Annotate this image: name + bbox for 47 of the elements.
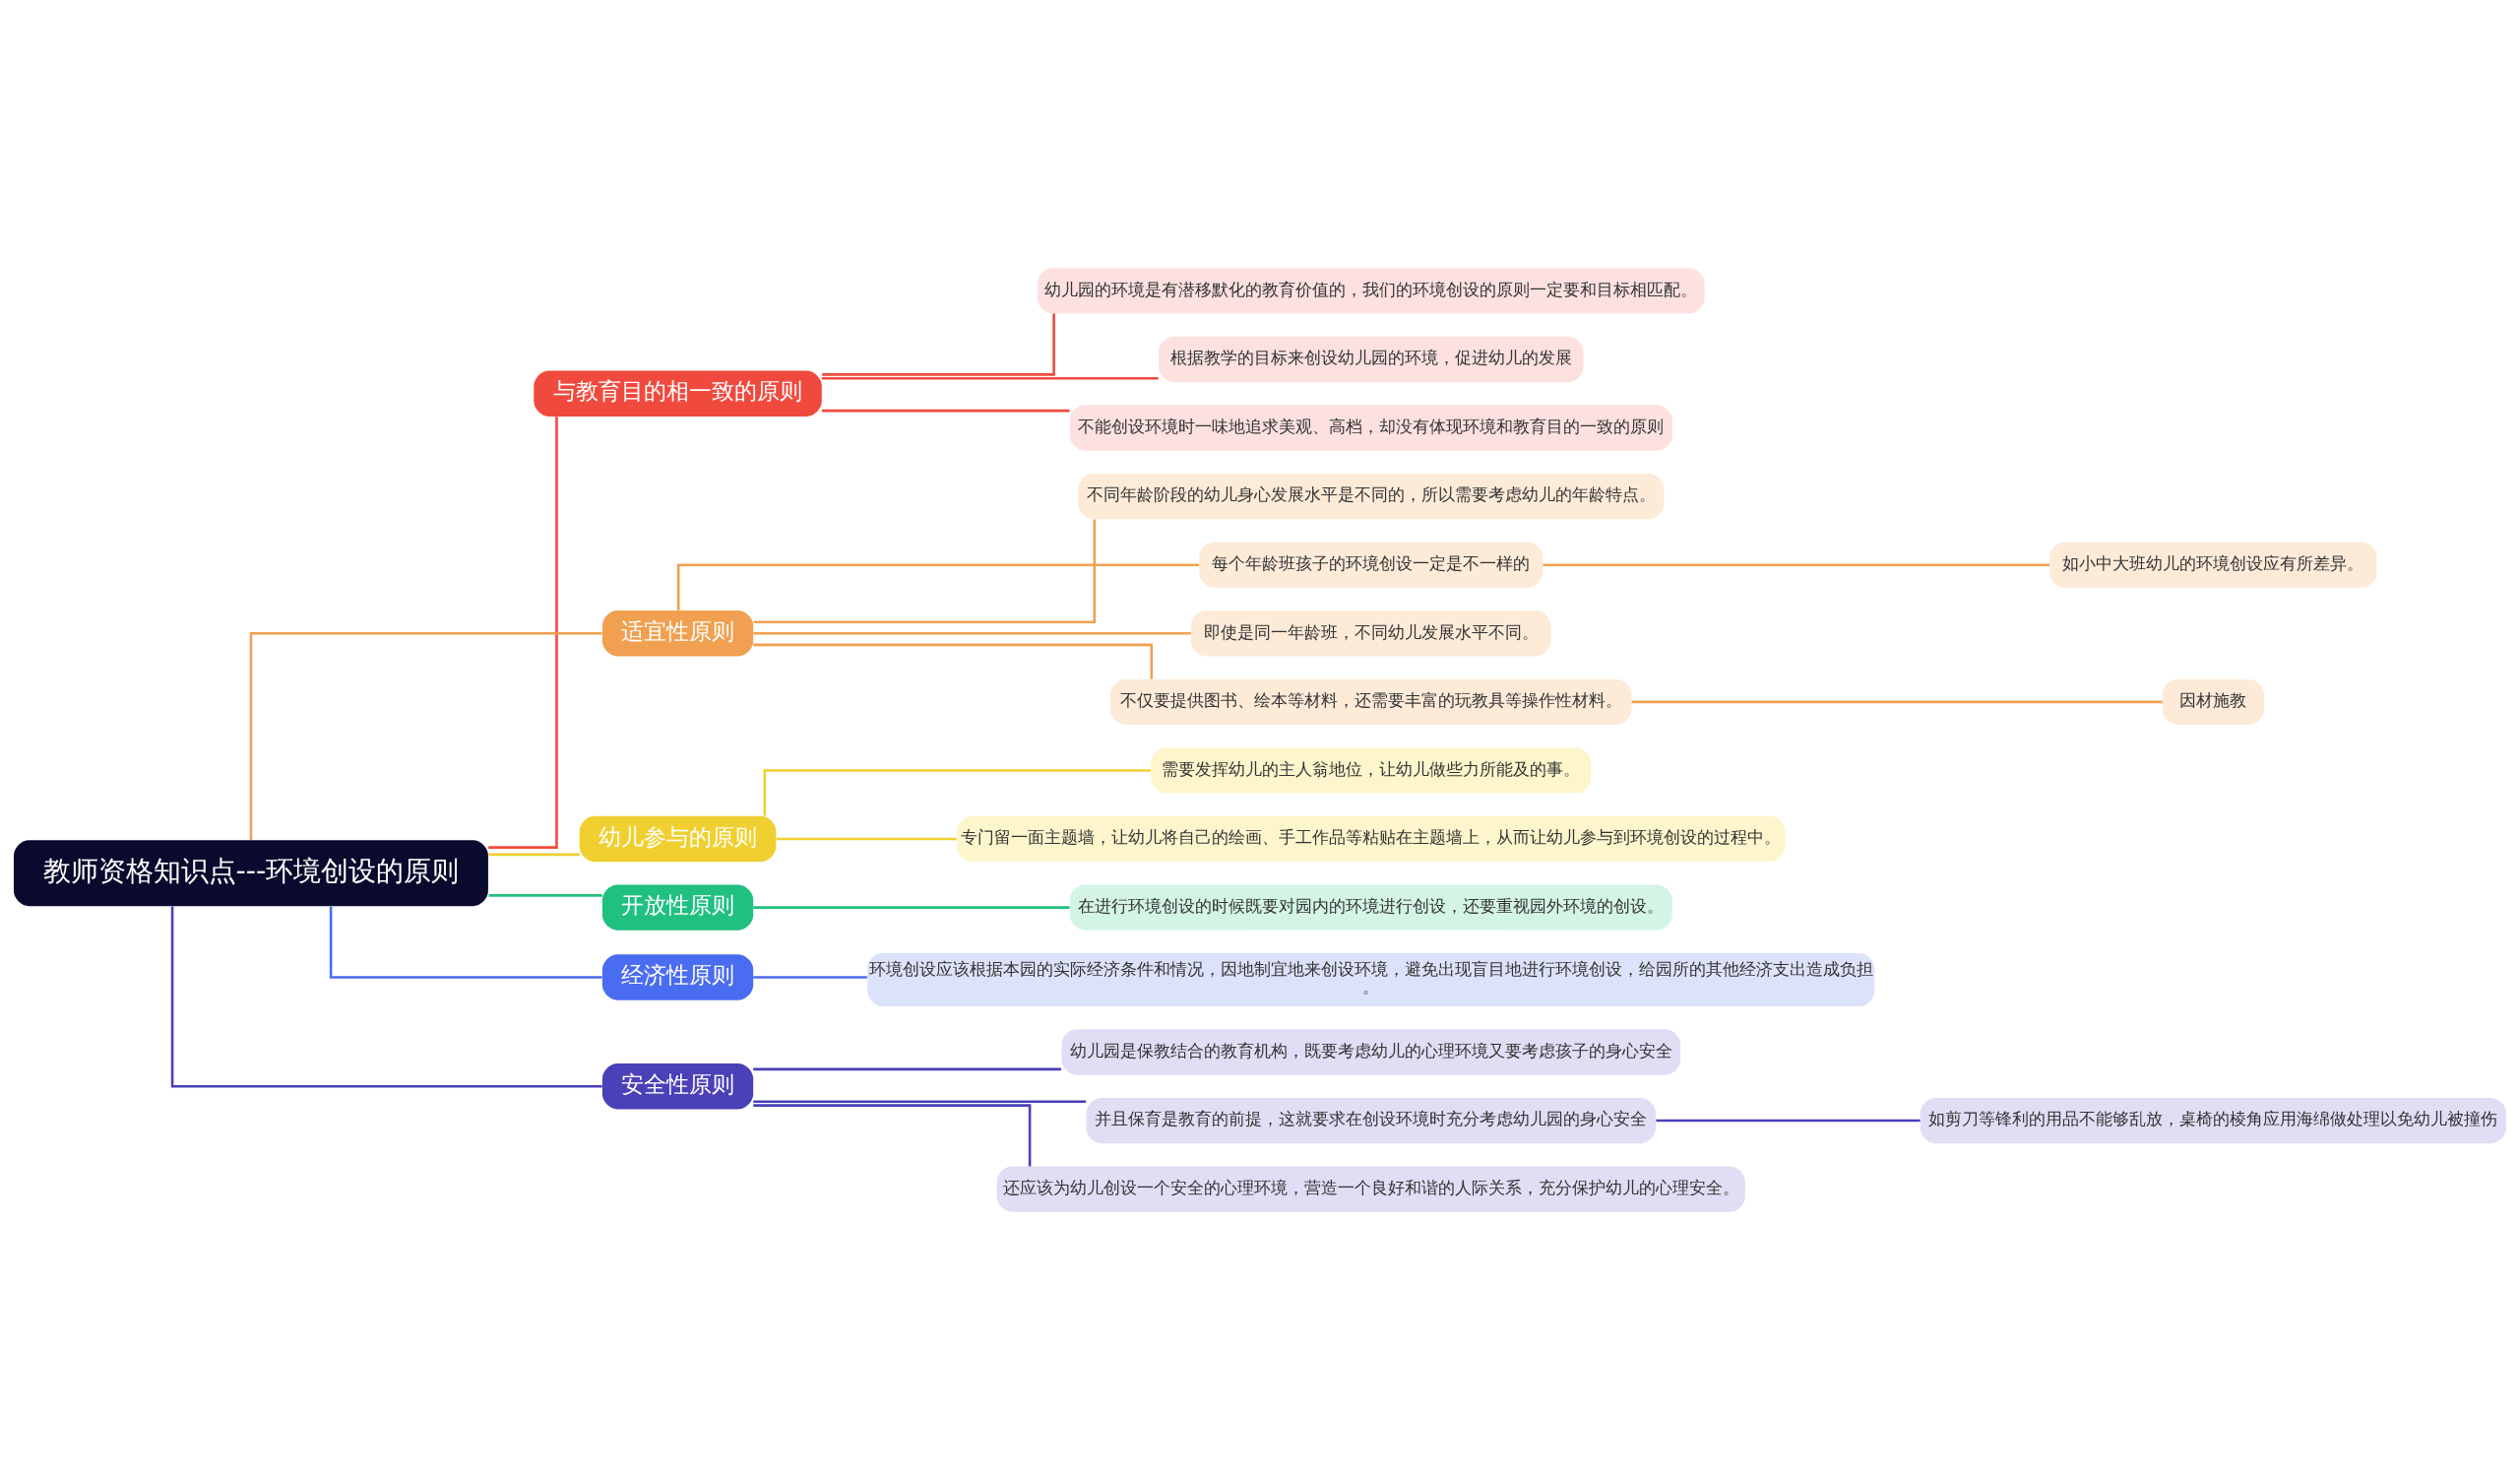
node-box: 适宜性原则 [601,610,754,656]
node-box: 幼儿园是保教结合的教育机构，既要考虑幼儿的心理环境又要考虑孩子的身心安全 [1061,1028,1681,1075]
connector [753,975,867,979]
connector [676,562,1199,611]
connector [249,631,602,840]
node-box: 不能创设环境时一味地追求美观、高档，却没有体现环境和教育目的一致的原则 [1069,404,1672,451]
node-box: 与教育目的相一致的原则 [534,370,822,417]
connector [488,893,602,897]
connector [753,519,1097,623]
node-box: 不仅要提供图书、绘本等材料，还需要丰富的玩教具等操作性材料。 [1109,678,1632,725]
node-box: 经济性原则 [601,953,754,1000]
connector [776,837,957,840]
connector [753,1103,1032,1166]
connector [329,906,602,979]
connector [821,409,1070,412]
node-box: 环境创设应该根据本园的实际经济条件和情况，因地制宜地来创设环境，避免出现盲目地进行环境创设，给园所的其他经济支出造成负担。 [867,952,1875,1006]
connector [488,853,580,856]
connector [753,643,1154,679]
connector [753,1067,1061,1070]
connector [753,631,1191,635]
connector [170,906,602,1088]
node-box: 开放性原则 [601,883,754,931]
node-box: 还应该为幼儿创设一个安全的心理环境，营造一个良好和谐的人际关系，充分保护幼儿的心理安全。 [996,1165,1745,1212]
node-box: 不同年龄阶段的幼儿身心发展水平是不同的，所以需要考虑幼儿的年龄特点。 [1078,473,1665,519]
node-box: 在进行环境创设的时候既要对园内的环境进行创设，还要重视园外环境的创设。 [1069,883,1672,931]
node-box: 幼儿园的环境是有潜移默化的教育价值的，我们的环境创设的原则一定要和目标相匹配。 [1037,267,1705,314]
connector [488,416,558,849]
connector [763,768,1152,815]
node-box: 专门留一面主题墙，让幼儿将自己的绘画、手工作品等粘贴在主题墙上，从而让幼儿参与到环境创设的过程中。 [957,815,1786,862]
connector [1631,700,2163,703]
connector [753,1099,1087,1103]
node-box: 因材施教 [2162,678,2264,725]
node-box: 即使是同一年龄班，不同幼儿发展水平不同。 [1190,610,1551,656]
node-box: 如剪刀等锋利的用品不能够乱放，桌椅的棱角应用海绵做处理以免幼儿被撞伤 [1920,1097,2506,1143]
connector [821,376,1159,380]
node-box: 安全性原则 [601,1062,754,1109]
node-box: 教师资格知识点---环境创设的原则 [14,839,488,906]
connector [1656,1119,1921,1122]
connector [822,313,1055,376]
node-box: 并且保育是教育的前提，这就要求在创设环境时充分考虑幼儿园的身心安全 [1086,1097,1657,1143]
connector [753,905,1070,909]
node-box: 每个年龄班孩子的环境创设一定是不一样的 [1199,542,1544,588]
node-box: 如小中大班幼儿的环境创设应有所差异。 [2049,542,2377,588]
node-box: 需要发挥幼儿的主人翁地位，让幼儿做些力所能及的事。 [1151,746,1592,794]
node-box: 根据教学的目标来创设幼儿园的环境，促进幼儿的发展 [1158,336,1584,382]
connector [1543,562,2049,566]
node-box: 幼儿参与的原则 [579,815,777,862]
